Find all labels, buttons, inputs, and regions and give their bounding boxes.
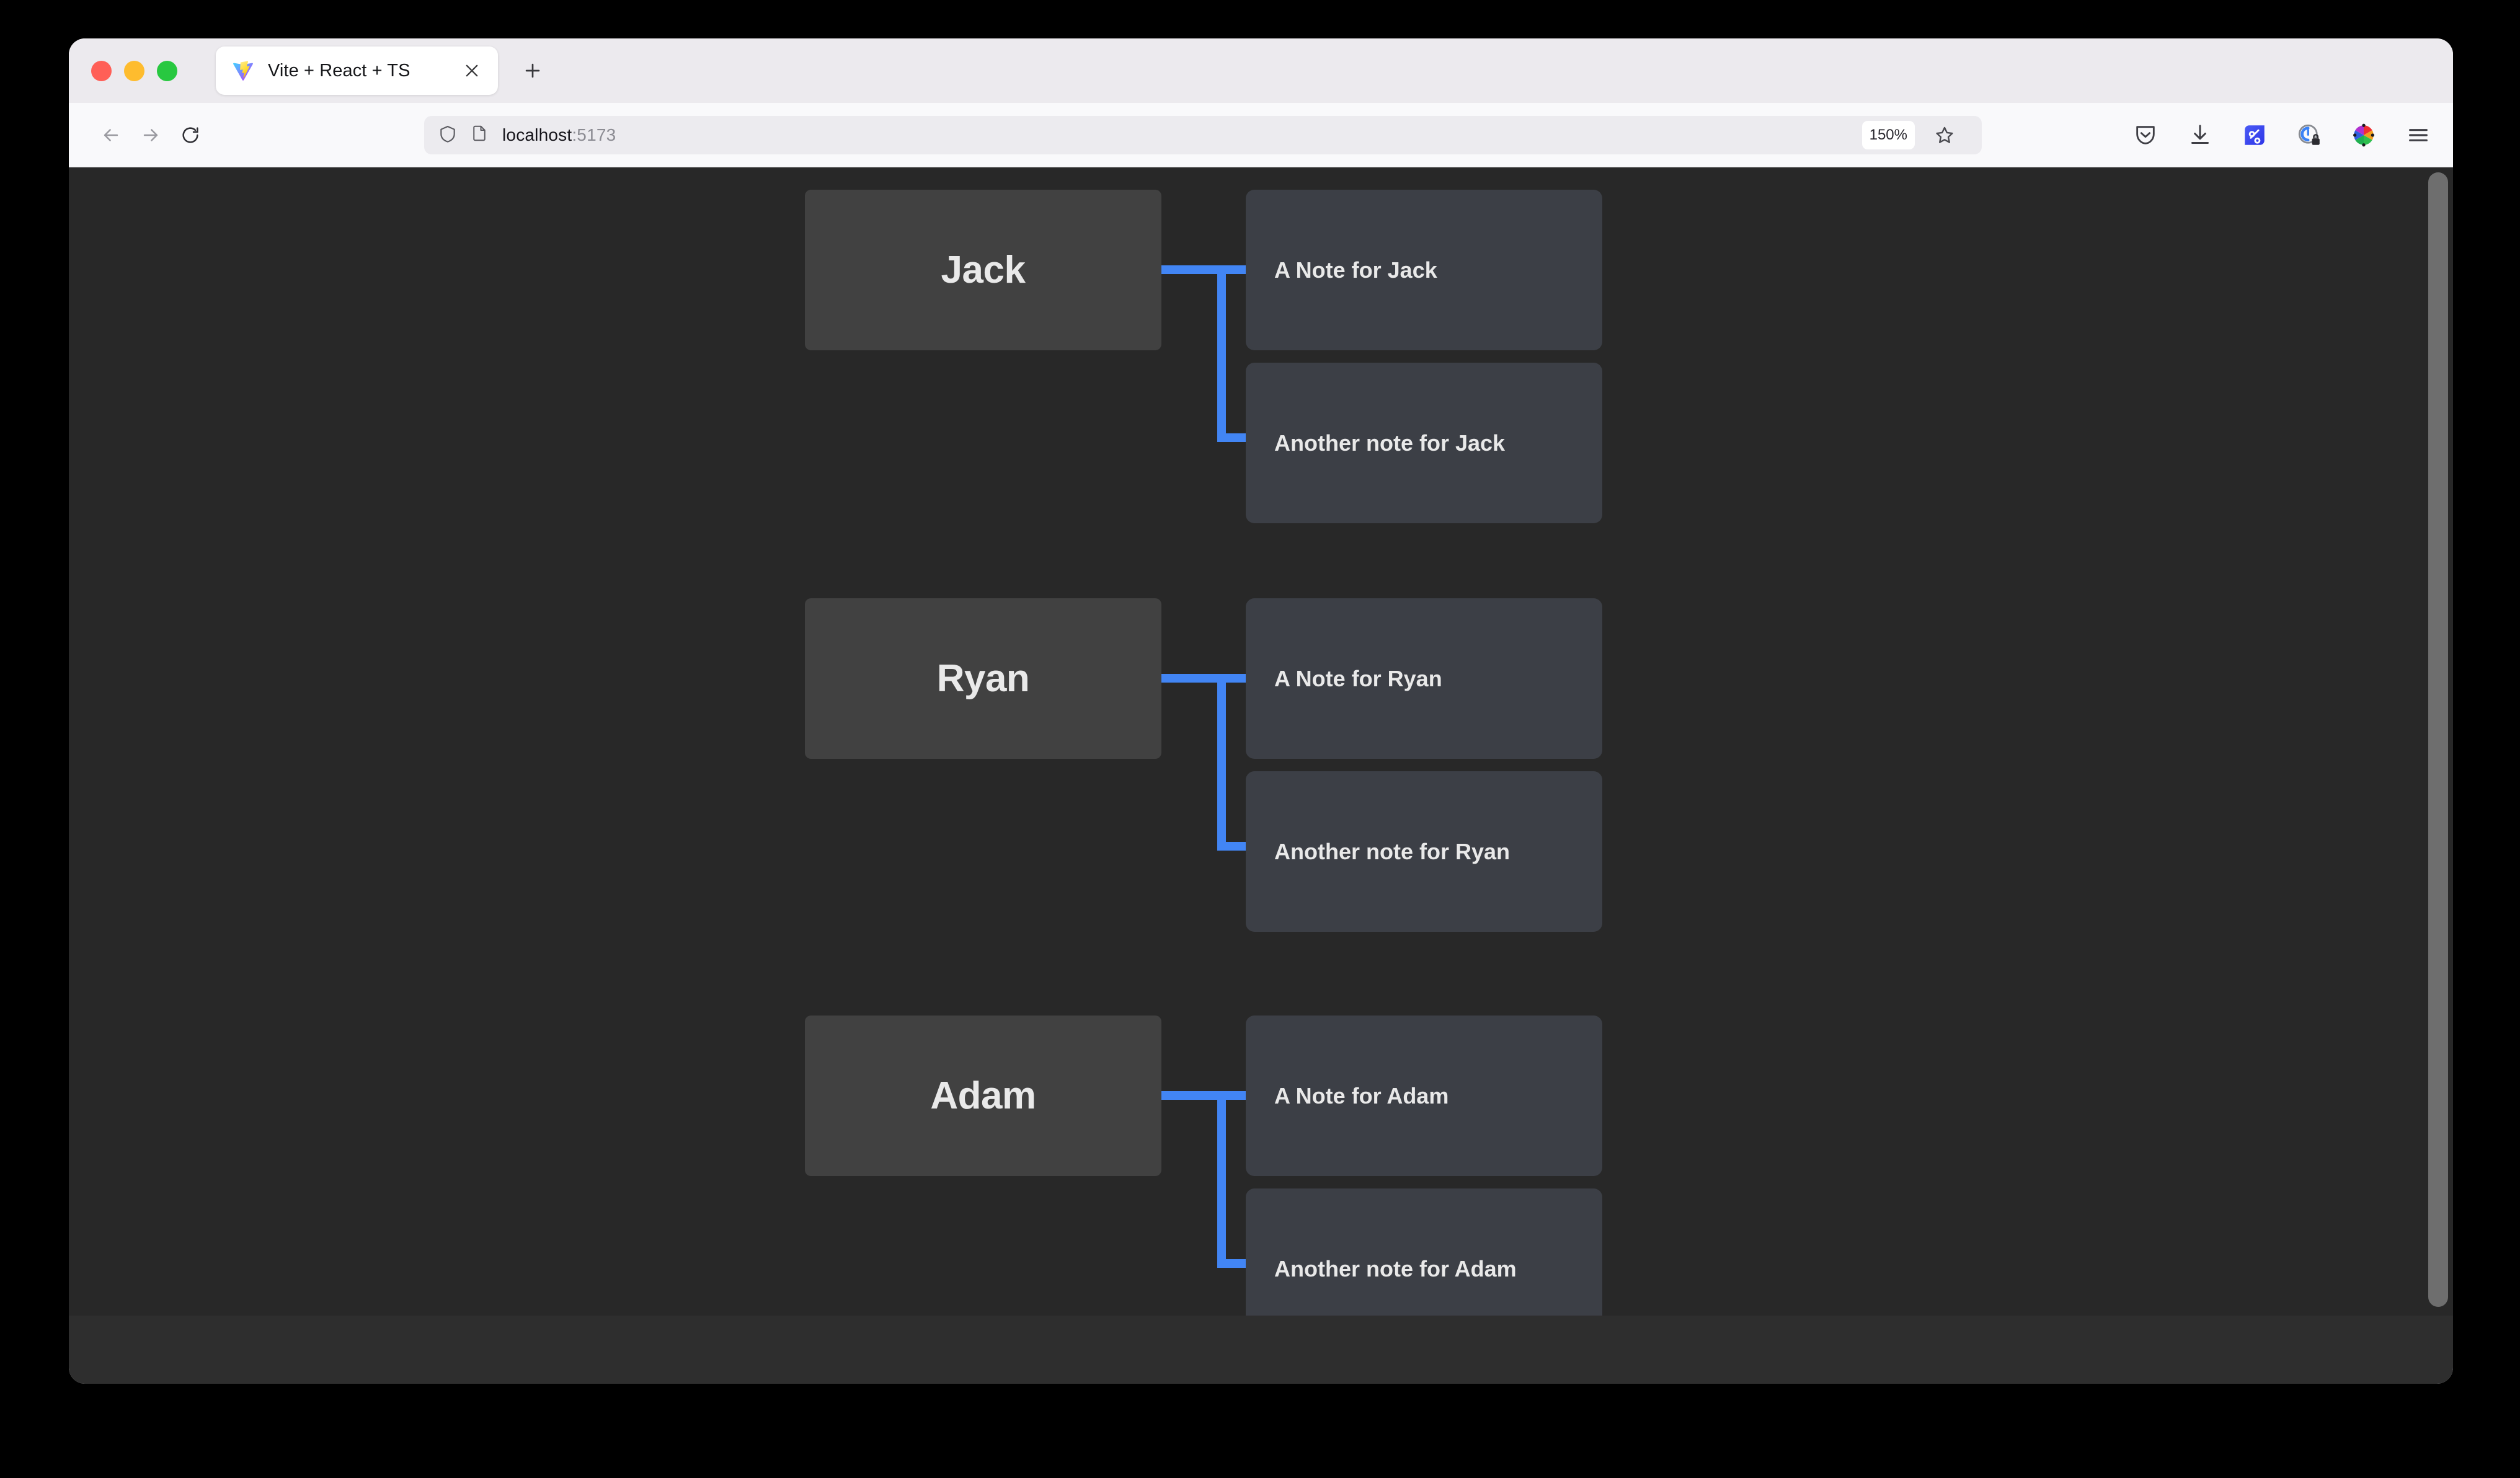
- note-card[interactable]: Another note for Jack: [1246, 363, 1602, 523]
- close-window-button[interactable]: [91, 60, 112, 81]
- toolbar-extensions: [2129, 119, 2434, 151]
- address-bar-area: localhost:5173 150%: [424, 115, 1982, 154]
- note-card[interactable]: A Note for Jack: [1246, 190, 1602, 350]
- note-card[interactable]: Another note for Adam: [1246, 1188, 1602, 1316]
- extension-bitwarden-icon[interactable]: [2238, 119, 2271, 151]
- address-bar[interactable]: localhost:5173 150%: [424, 115, 1982, 154]
- note-card[interactable]: Another note for Ryan: [1246, 771, 1602, 932]
- reload-button[interactable]: [171, 115, 210, 155]
- note-text: Another note for Adam: [1274, 1255, 1517, 1281]
- graph-row: Ryan A Note for Ryan Another note for Ry…: [69, 598, 2453, 932]
- zoom-level-badge[interactable]: 150%: [1861, 120, 1915, 149]
- person-card[interactable]: Adam: [805, 1016, 1161, 1176]
- note-card[interactable]: A Note for Adam: [1246, 1016, 1602, 1176]
- connector-branch-vertical: [1217, 674, 1226, 842]
- url-port: :5173: [572, 125, 616, 144]
- note-card[interactable]: A Note for Ryan: [1246, 598, 1602, 759]
- person-card[interactable]: Ryan: [805, 598, 1161, 759]
- tab-title: Vite + React + TS: [268, 60, 410, 81]
- tab-strip: Vite + React + TS: [69, 38, 2453, 103]
- window-controls: [91, 60, 177, 81]
- url-host: localhost: [502, 125, 572, 144]
- back-button[interactable]: [91, 115, 131, 155]
- privacy-lock-icon[interactable]: [2293, 119, 2325, 151]
- page-viewport: Jack A Note for Jack Another note for Ja…: [69, 167, 2453, 1316]
- note-text: A Note for Ryan: [1274, 665, 1442, 691]
- person-name: Adam: [930, 1074, 1036, 1117]
- graph-row: Jack A Note for Jack Another note for Ja…: [69, 190, 2453, 523]
- connector-trunk: [1161, 265, 1246, 274]
- downloads-icon[interactable]: [2184, 119, 2216, 151]
- connector-trunk: [1161, 674, 1246, 683]
- hamburger-menu-icon[interactable]: [2402, 119, 2434, 151]
- browser-tab[interactable]: Vite + React + TS: [216, 46, 498, 95]
- page-icon: [470, 124, 492, 146]
- connector-branch-vertical: [1217, 265, 1226, 433]
- person-card[interactable]: Jack: [805, 190, 1161, 350]
- note-text: A Note for Adam: [1274, 1082, 1449, 1108]
- star-icon[interactable]: [1930, 120, 1959, 150]
- shield-icon[interactable]: [438, 124, 460, 146]
- vite-logo-icon: [232, 60, 254, 82]
- connector-branch-horizontal: [1217, 842, 1246, 851]
- note-text: A Note for Jack: [1274, 257, 1437, 283]
- person-name: Jack: [941, 249, 1026, 291]
- color-wheel-icon[interactable]: [2348, 119, 2380, 151]
- horizontal-scrollbar-area[interactable]: [69, 1316, 2453, 1384]
- new-tab-button[interactable]: [515, 53, 550, 88]
- connector-trunk: [1161, 1091, 1246, 1100]
- url-text: localhost:5173: [502, 125, 616, 145]
- graph-row: Adam A Note for Adam Another note for Ad…: [69, 1016, 2453, 1316]
- person-name: Ryan: [936, 657, 1030, 700]
- pocket-icon[interactable]: [2129, 119, 2162, 151]
- connector-branch-horizontal: [1217, 433, 1246, 442]
- relationship-graph: Jack A Note for Jack Another note for Ja…: [69, 167, 2453, 1316]
- note-text: Another note for Ryan: [1274, 838, 1511, 864]
- vertical-scrollbar[interactable]: [2428, 172, 2448, 1307]
- connector-branch-vertical: [1217, 1091, 1226, 1259]
- note-text: Another note for Jack: [1274, 430, 1506, 456]
- connector-branch-horizontal: [1217, 1259, 1246, 1268]
- close-tab-icon[interactable]: [459, 58, 484, 83]
- browser-window: Vite + React + TS: [69, 38, 2453, 1384]
- forward-button[interactable]: [131, 115, 171, 155]
- minimize-window-button[interactable]: [124, 60, 144, 81]
- navigation-toolbar: localhost:5173 150%: [69, 103, 2453, 167]
- maximize-window-button[interactable]: [157, 60, 177, 81]
